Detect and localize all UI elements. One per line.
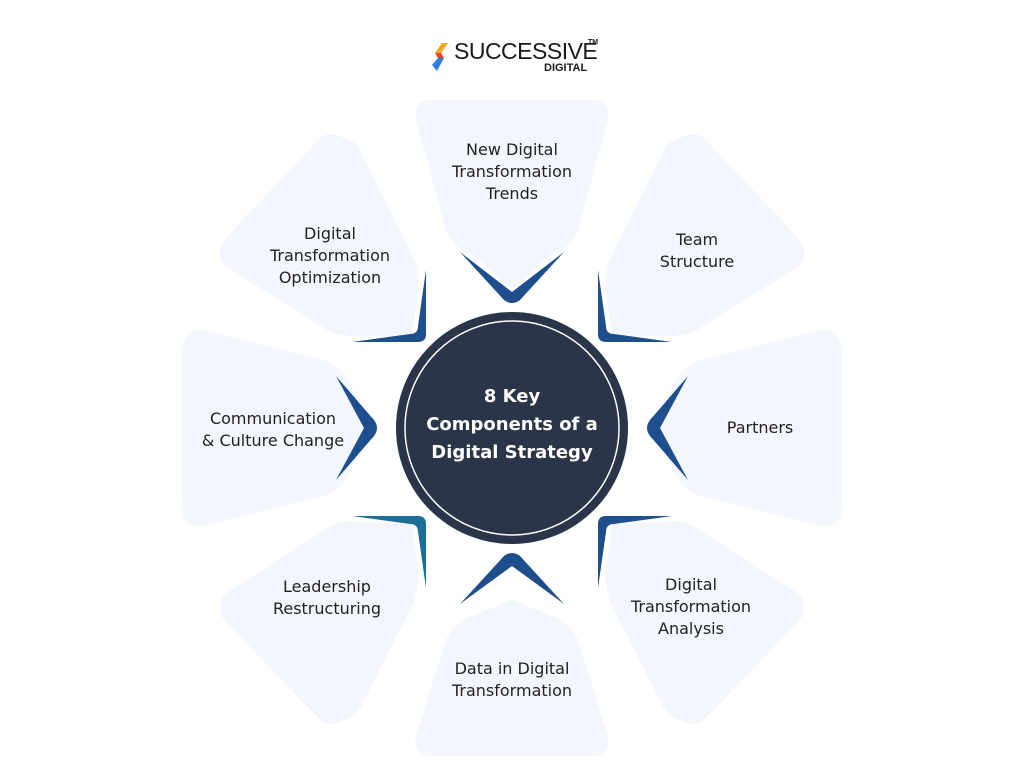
logo-subtitle: DIGITAL — [544, 62, 588, 74]
component-label-bottom-left: Leadership Restructuring — [272, 577, 382, 618]
center-title: 8 Key Components of a Digital Strategy — [426, 386, 598, 463]
chevrons — [336, 252, 688, 604]
component-label-right: Partners — [726, 418, 794, 437]
logo-mark-icon — [432, 43, 448, 71]
center-circle — [396, 312, 628, 544]
logo-trademark: TM — [588, 39, 599, 46]
corner-bottom-left-icon — [352, 516, 426, 588]
petal-bottom-right — [605, 521, 805, 725]
center-ring — [404, 320, 620, 536]
component-label-bottom-right: Digital Transformation Analysis — [630, 575, 752, 638]
chevron-bottom-icon — [460, 553, 564, 604]
component-label-top: New Digital Transformation Trends — [451, 140, 573, 203]
petal-left — [182, 330, 370, 527]
chevron-right-icon — [647, 376, 688, 480]
corner-bottom-right-icon — [598, 516, 672, 588]
component-label-bottom: Data in Digital Transformation — [451, 659, 573, 700]
petal-top — [415, 100, 609, 290]
logo-wordmark: SUCCESSIVE — [454, 38, 598, 64]
chevron-top-icon — [460, 252, 564, 303]
petal-bottom-left — [219, 521, 419, 725]
component-label-left: Communication & Culture Change — [201, 409, 345, 450]
component-label-top-right: Team Structure — [659, 230, 735, 271]
corner-top-right-icon — [598, 270, 672, 342]
petal-top-left — [219, 133, 419, 337]
petal-top-right — [605, 133, 805, 337]
petals — [182, 100, 842, 756]
petal-right — [654, 330, 842, 527]
component-label-top-left: Digital Transformation Optimization — [269, 224, 391, 287]
chevron-left-icon — [336, 376, 377, 480]
corner-top-left-icon — [352, 270, 426, 342]
successive-digital-logo: SUCCESSIVE TM DIGITAL — [432, 38, 602, 78]
petal-bottom — [415, 600, 609, 756]
